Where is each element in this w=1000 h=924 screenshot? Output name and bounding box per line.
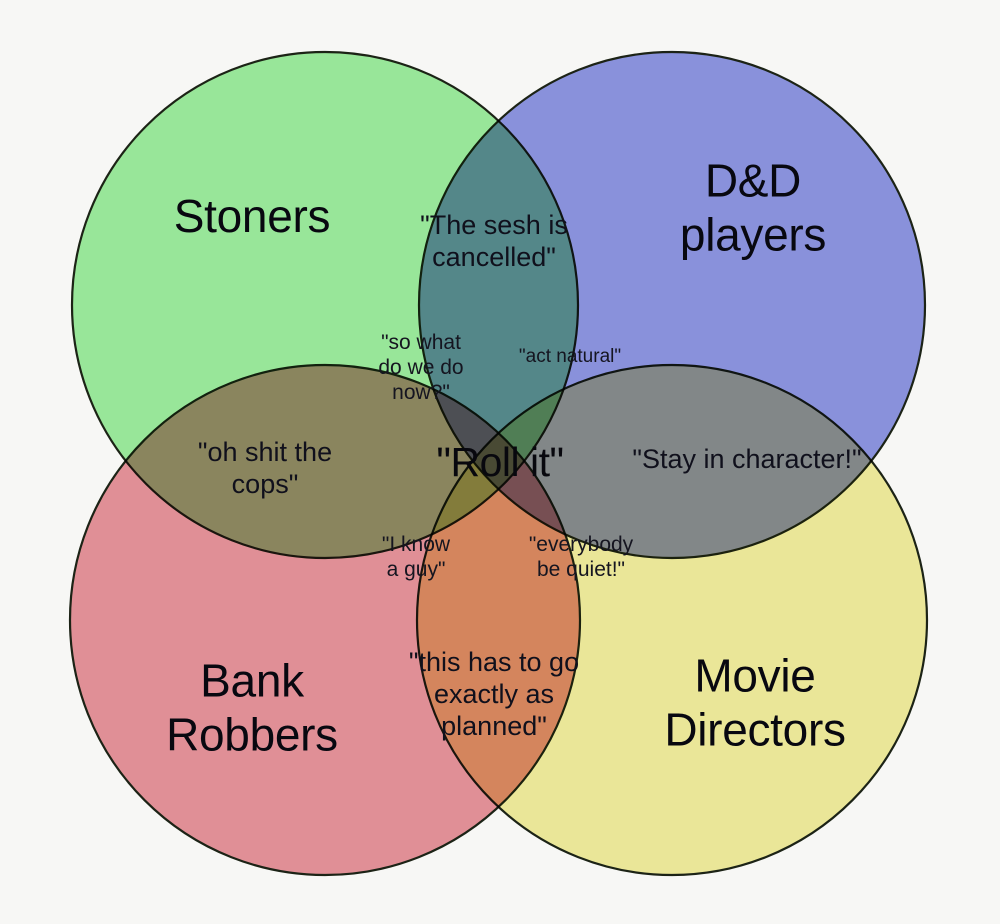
set-label-stoners: Stoners: [173, 189, 331, 242]
region-label-stoners-bank-robbers: "oh shit the cops": [197, 437, 333, 499]
circle-group: [68, 50, 929, 877]
region-label-stoners-dnd: "The sesh is cancelled": [420, 210, 568, 272]
region-label-all-four: "Roll it": [436, 438, 564, 485]
region-label-stoners-dnd-bank-robbers: "so what do we do now?": [378, 330, 464, 404]
region-label-stoners-bank-robbers-movie-directors: "I know a guy": [381, 533, 451, 581]
region-label-stoners-dnd-movie-directors: "act natural": [518, 345, 622, 367]
region-label-dnd-bank-robbers-movie-directors: "everybody be quiet!": [528, 533, 634, 581]
circle-movie-directors[interactable]: [415, 363, 929, 877]
set-label-dnd-players: D&D players: [679, 154, 827, 261]
region-label-dnd-movie-directors: "Stay in character!": [632, 444, 862, 475]
set-label-movie-directors: Movie Directors: [664, 649, 846, 756]
set-label-bank-robbers: Bank Robbers: [166, 654, 338, 761]
region-label-bank-robbers-movie-directors: "this has to go exactly as planned": [408, 647, 580, 741]
